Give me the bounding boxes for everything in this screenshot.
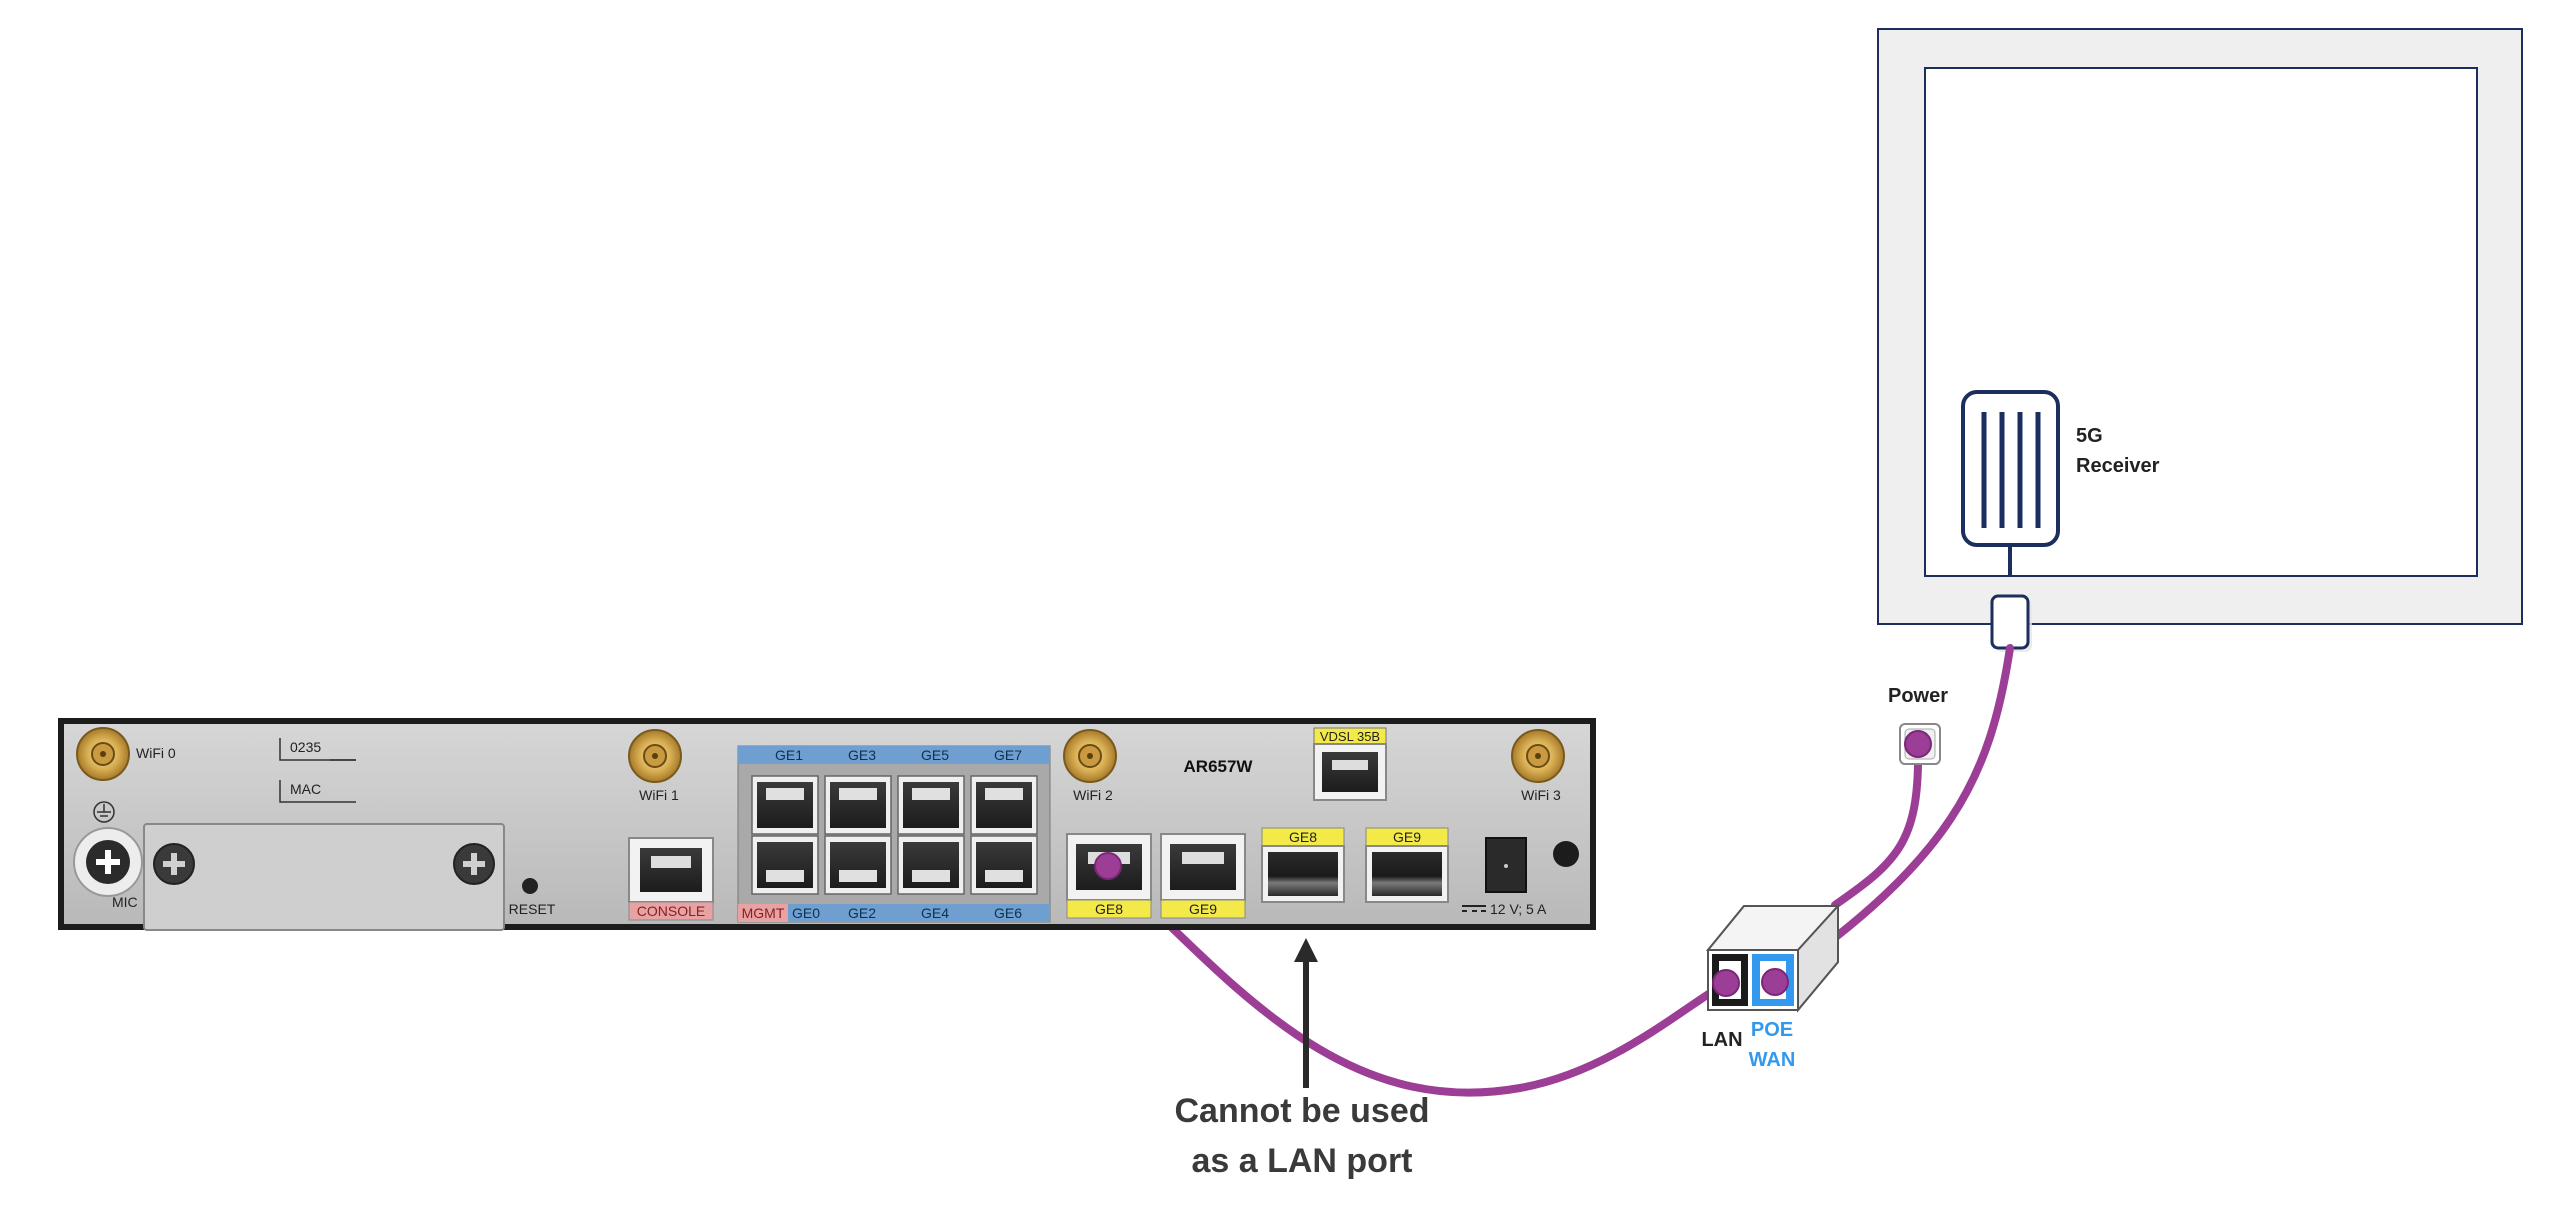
reset-label: RESET: [509, 901, 556, 917]
port-label-mgmt: MGMT: [742, 905, 785, 921]
port-label-ge5: GE5: [921, 747, 949, 763]
ge9-rj45-label: GE9: [1189, 901, 1217, 917]
rj45-port-ge4: [897, 835, 965, 895]
rj45-port-ge2: [824, 835, 892, 895]
dc-symbol-icon: [1462, 905, 1486, 912]
vdsl-label: VDSL 35B: [1320, 729, 1380, 744]
ge8-sfp-port: [1261, 827, 1345, 903]
annotation-line1: Cannot be used: [1174, 1092, 1429, 1130]
wifi3-label: WiFi 3: [1521, 787, 1561, 803]
cable-power: [1831, 738, 1923, 909]
rj45-port-ge7: [970, 775, 1038, 835]
rj45-port-ge6: [970, 835, 1038, 895]
annotation-line2: as a LAN port: [1191, 1142, 1412, 1180]
ge8-rj45-port: [1066, 833, 1152, 919]
antenna-wifi3-icon: [1511, 729, 1565, 783]
ge9-sfp-port: [1365, 827, 1449, 903]
port-label-ge4: GE4: [921, 905, 949, 921]
rj45-port-ge1: [751, 775, 819, 835]
receiver-cable-jack: [1990, 594, 2032, 652]
port-label-ge1: GE1: [775, 747, 803, 763]
port-label-ge6: GE6: [994, 905, 1022, 921]
serial-label-bracket: [279, 738, 356, 803]
power-label: Power: [1888, 685, 1948, 707]
mic-label: MIC: [112, 894, 138, 910]
poe-injector: [1705, 903, 1841, 1013]
dc-power-port: [1485, 837, 1527, 893]
ge8-sfp-label: GE8: [1289, 829, 1317, 845]
power-rating-label: 12 V; 5 A: [1490, 901, 1547, 917]
poe-poe-label: POE: [1751, 1019, 1793, 1041]
ground-icon: [93, 801, 115, 823]
poe-wan-label: WAN: [1749, 1049, 1796, 1071]
wifi2-label: WiFi 2: [1073, 787, 1113, 803]
receiver-label-line1: 5G: [2076, 425, 2103, 447]
power-switch: [1553, 841, 1579, 867]
console-port: [628, 837, 714, 921]
ground-screw-icon: [73, 827, 143, 897]
ge9-rj45-port: [1160, 833, 1246, 919]
rj45-port-ge0: [751, 835, 819, 895]
model-label: AR657W: [1184, 757, 1254, 776]
port-label-ge2: GE2: [848, 905, 876, 921]
receiver-label-line2: Receiver: [2076, 455, 2160, 477]
wifi1-label: WiFi 1: [639, 787, 679, 803]
poe-lan-label: LAN: [1701, 1029, 1742, 1051]
receiver-unit: [1961, 390, 2060, 576]
wifi0-label: WiFi 0: [136, 745, 176, 761]
cable-lan-to-router: [1104, 862, 1730, 1097]
ge9-sfp-label: GE9: [1393, 829, 1421, 845]
port-label-ge3: GE3: [848, 747, 876, 763]
port-label-ge0: GE0: [792, 905, 820, 921]
router-cable-plug: [1094, 852, 1122, 880]
mac-label: MAC: [290, 781, 321, 797]
ge8-rj45-label: GE8: [1095, 901, 1123, 917]
serial-prefix: 0235: [290, 739, 321, 755]
rj45-port-ge5: [897, 775, 965, 835]
antenna-wifi0-icon: [76, 727, 130, 781]
blank-slot-panel: [143, 823, 505, 931]
power-cable-plug: [1904, 730, 1932, 758]
antenna-wifi1-icon: [628, 729, 682, 783]
switch-rj45-ports: [751, 775, 1038, 895]
vdsl-port: [1313, 727, 1387, 801]
lan-cable-plug: [1712, 969, 1740, 997]
annotation-arrow: [1294, 938, 1318, 1088]
wan-cable-plug: [1761, 968, 1789, 996]
port-label-ge7: GE7: [994, 747, 1022, 763]
reset-button: [522, 878, 538, 894]
console-label: CONSOLE: [637, 903, 705, 919]
rj45-port-ge3: [824, 775, 892, 835]
antenna-wifi2-icon: [1063, 729, 1117, 783]
